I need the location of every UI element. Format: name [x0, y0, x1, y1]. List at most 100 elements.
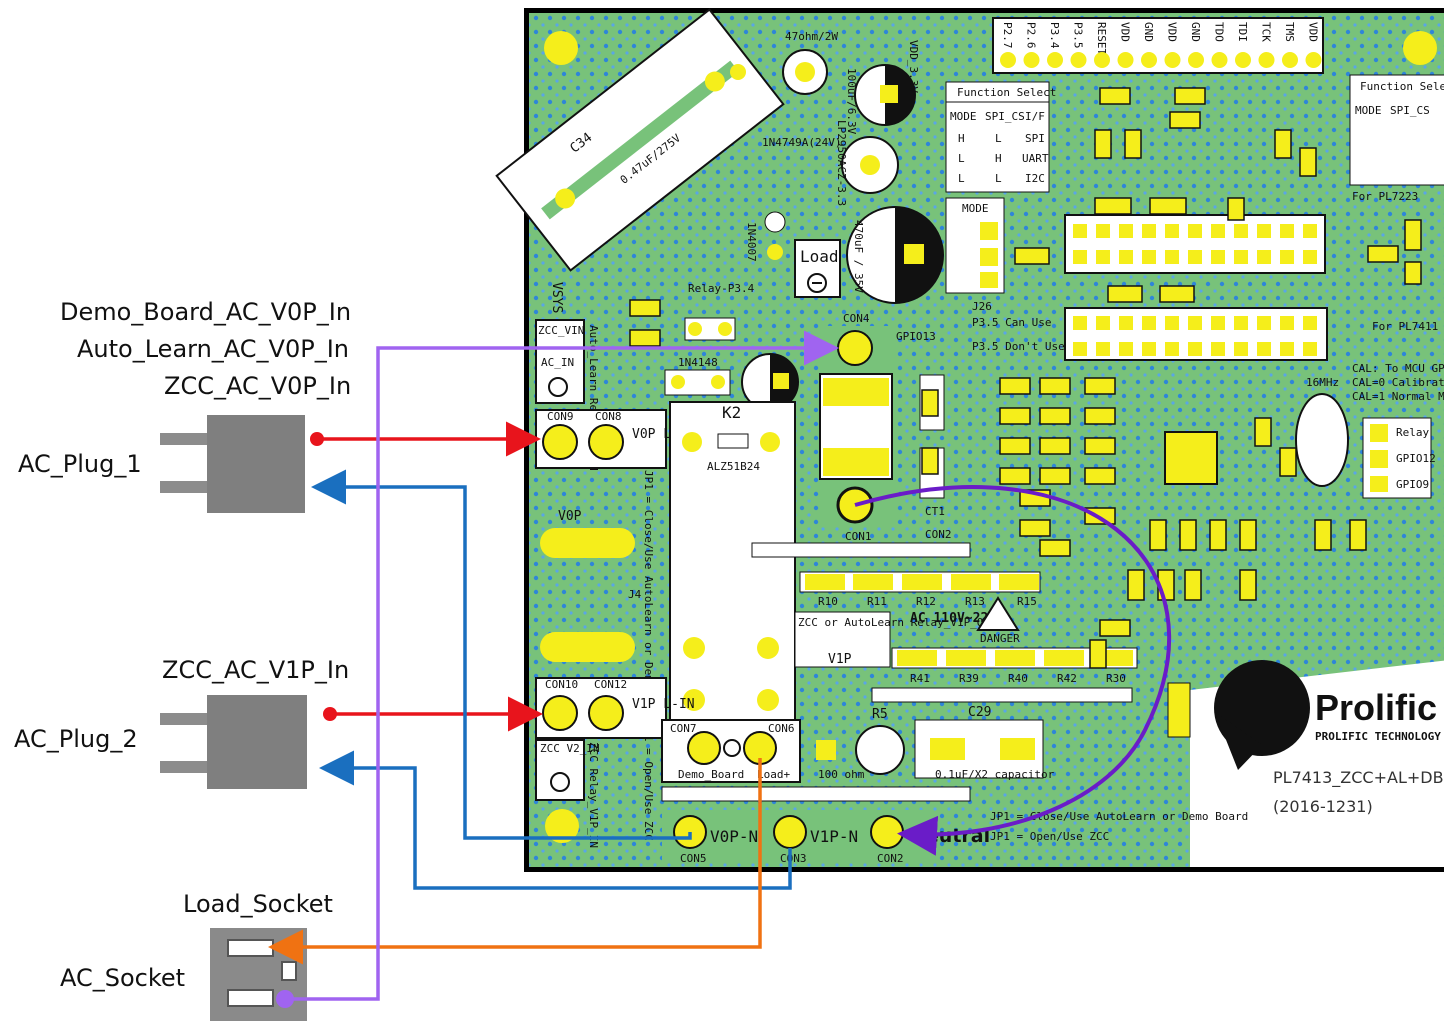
- header-pad: [1096, 224, 1110, 238]
- smd-part: [1039, 437, 1071, 455]
- res-r40: R40: [1008, 672, 1028, 685]
- header-pad: [1073, 250, 1087, 264]
- header-pin-label: VDD: [1307, 22, 1320, 42]
- smd-part: [1124, 129, 1142, 159]
- header-pin-label: RESET: [1095, 22, 1108, 55]
- con2-terminal: [870, 815, 904, 849]
- header-pad: [1096, 250, 1110, 264]
- fs-r2-c3: UART: [1022, 152, 1049, 165]
- header-pad: [1280, 224, 1294, 238]
- xtal-label: 16MHz: [1306, 376, 1339, 389]
- header-pin-label: P2.6: [1025, 22, 1038, 49]
- con2-arrow-label: CON2: [925, 528, 952, 541]
- cap-c34: C34 0.47uF/275V: [495, 8, 785, 272]
- smd-part: [999, 467, 1031, 485]
- label-zcc-ac-v1p-in: ZCC_AC_V1P_In: [162, 656, 349, 684]
- header-pad: [1142, 316, 1156, 330]
- smd-part: [1019, 519, 1051, 537]
- con6-label: CON6: [768, 722, 795, 735]
- function-select-table-right: Function Select MODE SPI_CS: [1349, 74, 1444, 186]
- header-pad: [1257, 224, 1271, 238]
- wire-auto-learn-end: [276, 990, 294, 1008]
- v1p-lin-label: V1P L-IN: [632, 697, 695, 712]
- res-r13: R13: [965, 595, 985, 608]
- fs-right-col-mode: MODE: [1355, 104, 1382, 117]
- smd-part: [1299, 147, 1317, 177]
- gpio9-label: GPIO9: [1396, 478, 1429, 491]
- header-pin-label: P2.7: [1001, 22, 1014, 49]
- header-pad: [1119, 250, 1133, 264]
- con3-terminal: [773, 815, 807, 849]
- gpio12-label: GPIO12: [1396, 452, 1436, 465]
- con10-label: CON10: [545, 678, 578, 691]
- smd-part: [1159, 285, 1195, 303]
- header-pad: [1280, 250, 1294, 264]
- k2-label: K2: [722, 403, 741, 422]
- smd-part: [999, 377, 1031, 395]
- load-indicator-label: Load: [800, 247, 839, 266]
- smd-part: [1179, 519, 1197, 551]
- res-r15: R15: [1017, 595, 1037, 608]
- wire-live-plug1: [310, 421, 541, 457]
- crystal: [1295, 393, 1349, 487]
- prolific-logo: Prolific PROLIFIC TECHNOLOGY INC: [1214, 660, 1444, 770]
- header-block-upper: [1064, 214, 1326, 274]
- danger-label: DANGER: [980, 632, 1020, 645]
- header-pad: [1303, 316, 1317, 330]
- for-pl7223-label: For PL7223: [1352, 190, 1418, 203]
- smd-part: [1349, 519, 1367, 551]
- con3-label: CON3: [780, 852, 807, 865]
- header-pin-label: TCK: [1260, 22, 1273, 42]
- smd-part: [1227, 197, 1245, 221]
- r5-label: R5: [872, 707, 888, 722]
- smd-part: [1239, 519, 1257, 551]
- smd-part: [1084, 467, 1116, 485]
- fs-r2-c2: H: [995, 152, 1002, 165]
- header-pad: [1257, 250, 1271, 264]
- resistor-row-top: R10 R11 R12 R13 R15: [799, 571, 1041, 608]
- header-pad: [1234, 316, 1248, 330]
- smd-part: [1014, 247, 1050, 265]
- smd-part: [629, 329, 661, 347]
- header-pad: [1303, 342, 1317, 356]
- smd-part: [1039, 539, 1071, 557]
- relay-k2: [669, 401, 796, 721]
- relay-p34-label: Relay-P3.4: [688, 282, 755, 295]
- board-name: PL7413_ZCC+AL+DB: [1273, 768, 1444, 788]
- smd-part: [629, 299, 661, 317]
- header-pin-label: GND: [1189, 22, 1202, 42]
- header-pin-pad: [1258, 52, 1275, 68]
- con8-label: CON8: [595, 410, 622, 423]
- header-pin-label: VDD: [1166, 22, 1179, 42]
- header-pin-label: P3.5: [1072, 22, 1085, 49]
- header-pad: [1188, 316, 1202, 330]
- header-pad: [1073, 224, 1087, 238]
- con7-terminal: [687, 731, 721, 765]
- header-pad: [1119, 316, 1133, 330]
- v1p-n-label: V1P-N: [810, 827, 858, 846]
- ct1-label: CT1: [925, 505, 945, 518]
- smd-part: [1404, 261, 1422, 285]
- header-pad: [1165, 250, 1179, 264]
- vsys-label: VSYS: [549, 282, 564, 313]
- zener-label: 1N4749A(24V): [762, 136, 841, 149]
- r5-value-label: 100 ohm: [818, 768, 865, 781]
- jp-note-vertical: JP1 = Close/Use AutoLearn or DemoBD / JP…: [642, 470, 655, 841]
- header-pin-label: TDO: [1213, 22, 1226, 42]
- header-pin-pad: [1235, 52, 1251, 68]
- smd-part: [1107, 285, 1143, 303]
- gpio13-label: GPIO13: [896, 330, 936, 343]
- ac-plug-1: [160, 415, 305, 513]
- function-select-table: Function Select MODE SPI_CS I/F H L SPI …: [945, 81, 1056, 193]
- jp1-open-note: JP1 = Open/Use ZCC: [990, 830, 1109, 843]
- smd-part: [1239, 569, 1257, 601]
- header-pad: [1188, 250, 1202, 264]
- ac-plug-2: [160, 695, 307, 789]
- header-pad: [1073, 316, 1087, 330]
- con1-label: CON1: [845, 530, 872, 543]
- mode-label: MODE: [962, 202, 989, 215]
- con12-terminal: [588, 695, 624, 731]
- header-pad: [1303, 224, 1317, 238]
- diode-4007-label: 1N4007: [745, 222, 758, 262]
- con2-label: CON2: [877, 852, 904, 865]
